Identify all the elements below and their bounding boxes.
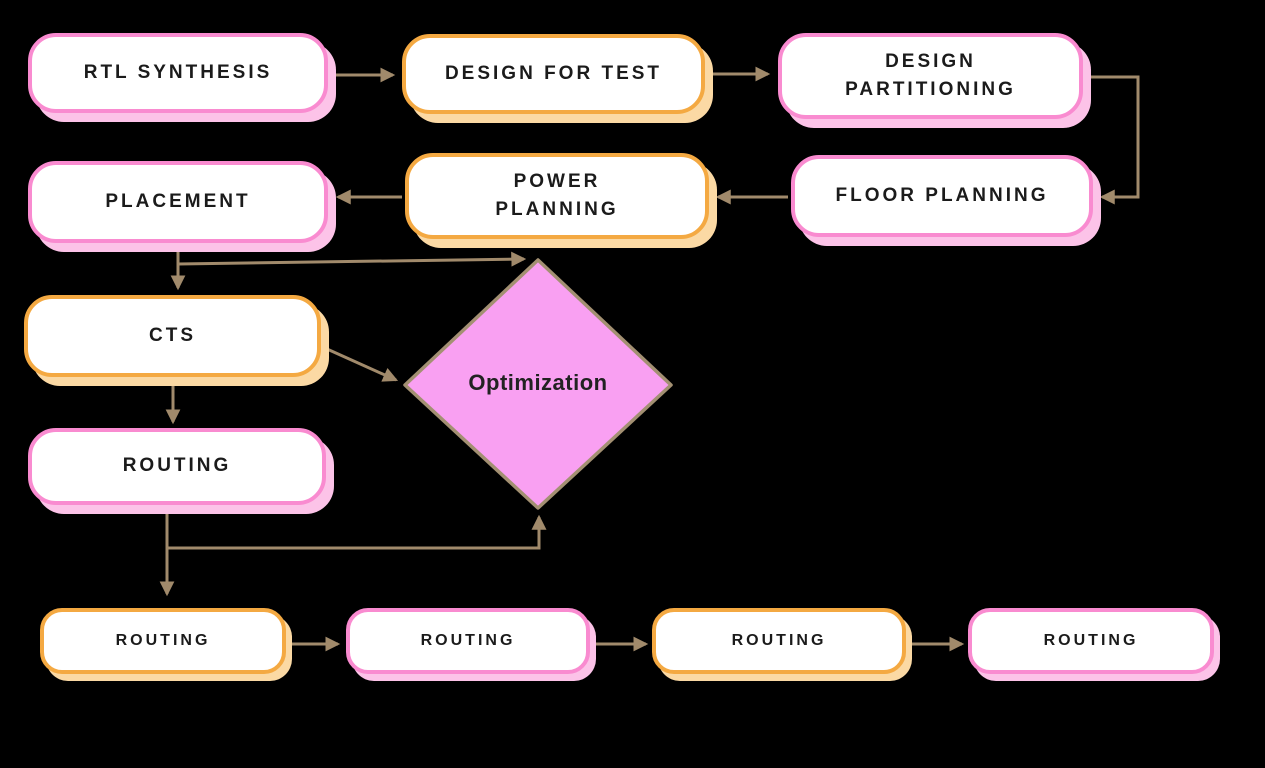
node-label: FLOOR PLANNING	[835, 184, 1049, 206]
node-floor-planning: FLOOR PLANNING	[791, 155, 1093, 237]
node-label: PLACEMENT	[105, 190, 251, 212]
node-routing-bottom-2: ROUTING	[346, 608, 590, 674]
node-label: CTS	[149, 324, 196, 346]
node-rtl-synthesis: RTL SYNTHESIS	[28, 33, 328, 113]
edge-cts-to-optimization	[326, 347, 399, 382]
edge-routing-to-optimization	[167, 514, 547, 550]
node-power-planning: POWER PLANNING	[405, 153, 709, 239]
node-label: ROUTING	[420, 632, 516, 649]
node-routing-bottom-1: ROUTING	[40, 608, 286, 674]
node-routing: ROUTING	[28, 428, 326, 505]
node-label: RTL SYNTHESIS	[83, 61, 273, 83]
node-label: ROUTING	[122, 455, 232, 477]
node-label: ROUTING	[1043, 632, 1139, 649]
node-label: DESIGN FOR TEST	[444, 62, 663, 84]
edge-partitioning-to-floorplanning	[1086, 75, 1140, 205]
node-label: ROUTING	[731, 632, 827, 649]
node-label: ROUTING	[115, 632, 211, 649]
decision-diamond	[403, 258, 673, 510]
node-label: POWER PLANNING	[495, 170, 619, 221]
node-design-for-test: DESIGN FOR TEST	[402, 34, 705, 114]
node-cts: CTS	[24, 295, 321, 377]
node-label: DESIGN PARTITIONING	[845, 50, 1016, 101]
edge-placement-to-optimization	[177, 251, 527, 267]
decision-label: Optimization	[468, 370, 608, 395]
node-design-partitioning: DESIGN PARTITIONING	[778, 33, 1083, 119]
node-placement: PLACEMENT	[28, 161, 328, 243]
node-routing-bottom-3: ROUTING	[652, 608, 906, 674]
node-routing-bottom-4: ROUTING	[968, 608, 1214, 674]
